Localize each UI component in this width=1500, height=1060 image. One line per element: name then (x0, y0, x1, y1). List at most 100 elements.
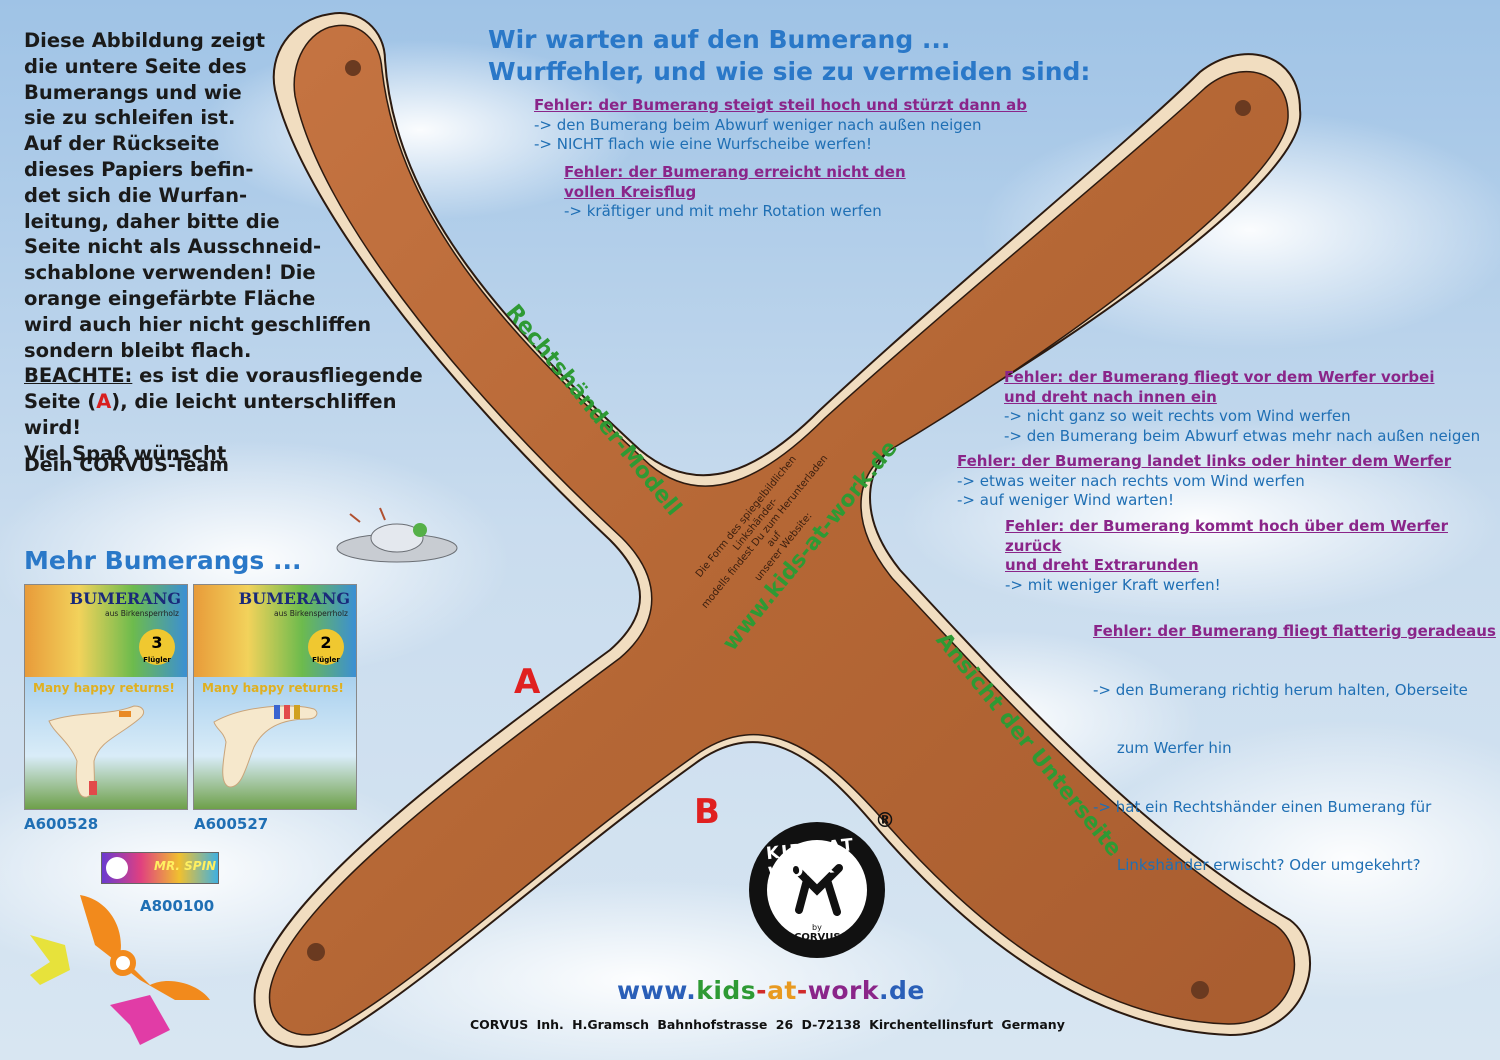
more-boomerangs-title: Mehr Bumerangs ... (24, 546, 302, 575)
product-slogan: Many happy returns! (202, 681, 344, 695)
error-fix: -> NICHT flach wie eine Wurfscheibe werf… (534, 135, 872, 153)
boomerang-face (268, 24, 1296, 1036)
intro-line: sondern bleibt flach. (24, 338, 252, 362)
error-title: und dreht nach innen ein (1004, 387, 1217, 406)
two-wing-boomerang-image (213, 705, 318, 788)
intro-line: Auf der Rückseite (24, 132, 220, 156)
wings-label: Flügler (312, 656, 340, 664)
error-fix: -> mit weniger Kraft werfen! (1005, 575, 1221, 594)
error-fix: -> den Bumerang richtig herum halten, Ob… (1093, 680, 1468, 699)
intro-line: Diese Abbildung zeigt (24, 29, 266, 52)
letter-b: B (694, 792, 720, 832)
error-fix: -> etwas weiter nach rechts vom Wind wer… (957, 471, 1305, 490)
hole-top-left (345, 60, 361, 76)
hole-bottom-right (1191, 981, 1209, 999)
error-title: Fehler: der Bumerang fliegt flatterig ge… (1093, 622, 1496, 640)
team-signature: Dein CORVUS-Team (24, 454, 229, 476)
footer-url-link[interactable]: www.kids-at-work.de (617, 976, 925, 1005)
error-fix: -> den Bumerang beim Abwurf weniger nach… (534, 115, 982, 134)
product-subtitle: aus Birkensperrholz (105, 609, 179, 618)
error-title: Fehler: der Bumerang kommt hoch über dem… (1005, 517, 1448, 555)
product-card-a600528[interactable]: BUMERANG aus Birkensperrholz Many happy … (24, 584, 188, 810)
error-block-2: Fehler: der Bumerang erreicht nicht den … (564, 163, 906, 222)
page-heading: Wir warten auf den Bumerang ... Wurffehl… (488, 24, 1090, 88)
error-block-5: Fehler: der Bumerang kommt hoch über dem… (1005, 517, 1500, 595)
note-label: BEACHTE: (24, 364, 133, 388)
url-part: www. (617, 976, 697, 1005)
intro-line: sie zu schleifen ist. (24, 106, 236, 130)
brand-badge-icon (106, 857, 128, 879)
registered-mark: ® (875, 808, 895, 832)
hole-top-right (1235, 100, 1251, 116)
intro-note-line2: Seite (A), die leicht unterschliffen wir… (24, 389, 444, 441)
error-title: Fehler: der Bumerang fliegt vor dem Werf… (1004, 368, 1435, 386)
three-wing-boomerang-image (48, 705, 145, 798)
product-slogan: Many happy returns! (33, 681, 175, 695)
note-pre: Seite ( (24, 390, 97, 414)
intro-line: leitung, daher bitte die (24, 209, 280, 233)
note-post: ), die leicht unterschliffen wird! (24, 390, 397, 439)
intro-line: orange eingefärbte Fläche (24, 286, 316, 310)
intro-closing: Viel Spaß wünscht (24, 441, 227, 465)
error-fix: zum Werfer hin (1093, 739, 1232, 757)
toy-boomerangs-illustration (30, 895, 210, 1045)
error-fix: -> kräftiger und mit mehr Rotation werfe… (564, 202, 882, 220)
error-fix: -> auf weniger Wind warten! (957, 491, 1175, 509)
error-fix: -> hat ein Rechtshänder einen Bumerang f… (1093, 797, 1432, 816)
intro-line: die untere Seite des (24, 54, 247, 78)
url-part: - (796, 976, 808, 1005)
url-part: kids (696, 976, 757, 1005)
hole-bottom-left (307, 943, 325, 961)
url-part: work (807, 976, 880, 1005)
intro-line: schablone verwenden! Die (24, 261, 316, 285)
error-title: Fehler: der Bumerang landet links oder h… (957, 452, 1452, 470)
error-fix: -> nicht ganz so weit rechts vom Wind we… (1004, 407, 1351, 425)
intro-line: dieses Papiers befin- (24, 157, 254, 181)
error-title: Fehler: der Bumerang steigt steil hoch u… (534, 96, 1028, 114)
letter-a: A (514, 662, 541, 702)
error-block-6: Fehler: der Bumerang fliegt flatterig ge… (1093, 583, 1496, 895)
product-card-a800100[interactable]: MR. SPIN (101, 852, 219, 884)
intro-line: wird auch hier nicht geschliffen (24, 312, 372, 336)
url-part: at (767, 976, 797, 1005)
url-part: - (756, 976, 768, 1005)
logo-brand: CORVUS (794, 932, 841, 943)
ufo-illustration (336, 507, 458, 563)
note-rest: es ist die vorausfliegende (132, 364, 423, 388)
wings-label: Flügler (143, 656, 171, 664)
error-title: vollen Kreisflug (564, 182, 697, 201)
kids-at-work-logo[interactable]: KIDS AT WORK by CORVUS ® (747, 808, 895, 960)
intro-line: Bumerangs und wie (24, 80, 242, 104)
intro-text: Diese Abbildung zeigt die untere Seite d… (24, 28, 444, 467)
error-fix: -> den Bumerang beim Abwurf etwas mehr n… (1004, 426, 1481, 445)
url-part: .de (879, 976, 925, 1005)
intro-note: BEACHTE: es ist die vorausfliegende (24, 363, 444, 389)
error-block-3: Fehler: der Bumerang fliegt vor dem Werf… (1004, 368, 1480, 446)
product-subtitle: aus Birkensperrholz (274, 609, 348, 618)
wings-count: 2 (320, 633, 332, 652)
product-code: A800100 (140, 897, 215, 915)
product-title: BUMERANG (238, 589, 350, 608)
note-letter: A (96, 390, 112, 414)
error-title: Fehler: der Bumerang erreicht nicht den (564, 163, 906, 181)
product-title: BUMERANG (69, 589, 181, 608)
wings-count: 3 (151, 633, 163, 652)
product-code: A600528 (24, 815, 99, 833)
footer-address: CORVUS Inh. H.Gramsch Bahnhofstrasse 26 … (470, 1017, 1065, 1032)
error-block-1: Fehler: der Bumerang steigt steil hoch u… (534, 96, 1027, 155)
logo-emblem-icon (749, 822, 885, 958)
logo-by: by (812, 923, 822, 932)
error-fix: Linkshänder erwischt? Oder umgekehrt? (1093, 856, 1421, 874)
error-title: und dreht Extrarunden (1005, 556, 1199, 574)
intro-line: det sich die Wurfan- (24, 183, 248, 207)
intro-line: Seite nicht als Ausschneid- (24, 235, 322, 259)
product-title: MR. SPIN (154, 859, 217, 873)
heading-line-2: Wurffehler, und wie sie zu vermeiden sin… (488, 57, 1091, 86)
error-block-4: Fehler: der Bumerang landet links oder h… (957, 452, 1451, 511)
product-card-a600527[interactable]: BUMERANG aus Birkensperrholz Many happy … (193, 584, 357, 810)
heading-line-1: Wir warten auf den Bumerang ... (488, 25, 951, 54)
